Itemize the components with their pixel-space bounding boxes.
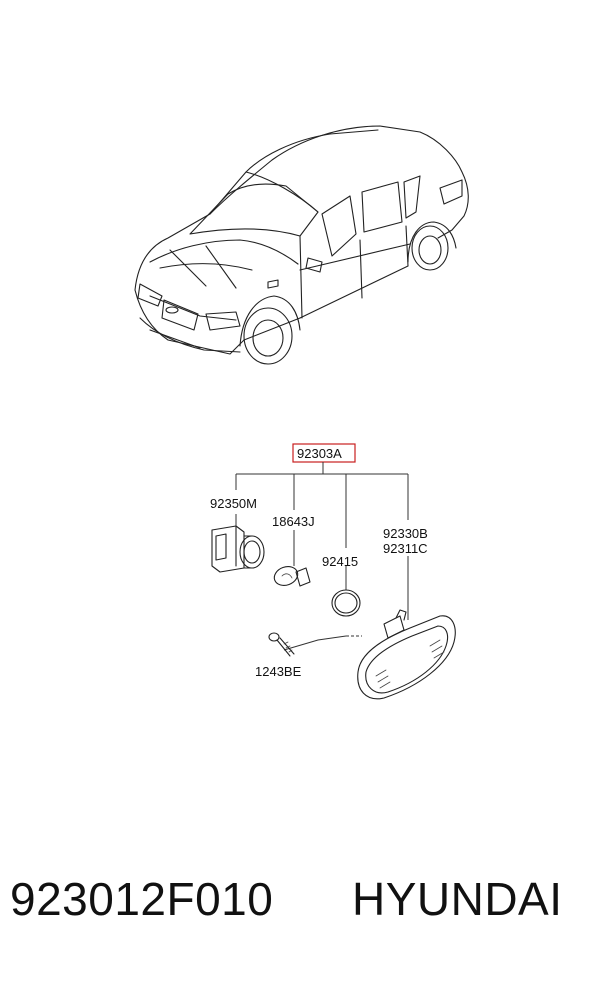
assembly-highlight-box [292,443,356,463]
screw-part-label[interactable]: 1243BE [255,664,302,679]
assembly-part-label: 92303A [297,446,342,461]
gasket-part-label[interactable]: 92415 [322,554,358,569]
part-number-text: 923012F010 [10,873,274,925]
socket-part-drawing[interactable] [211,525,265,573]
assembly-callout[interactable]: 92303A [292,443,356,463]
footer: 923012F010 HYUNDAI [0,872,600,952]
screw-part-drawing[interactable] [268,632,295,657]
bulb-part-label[interactable]: 18643J [272,514,315,529]
bulb-part-drawing[interactable] [272,563,311,588]
lamp-part-label-a[interactable]: 92330B [383,526,428,541]
gasket-part-drawing[interactable] [331,589,361,617]
brand-text: HYUNDAI [352,873,563,925]
car-illustration [134,125,469,365]
lamp-part-label-b[interactable]: 92311C [383,541,428,556]
side-lamp-part-drawing[interactable] [357,609,456,700]
socket-part-label[interactable]: 92350M [210,496,257,511]
